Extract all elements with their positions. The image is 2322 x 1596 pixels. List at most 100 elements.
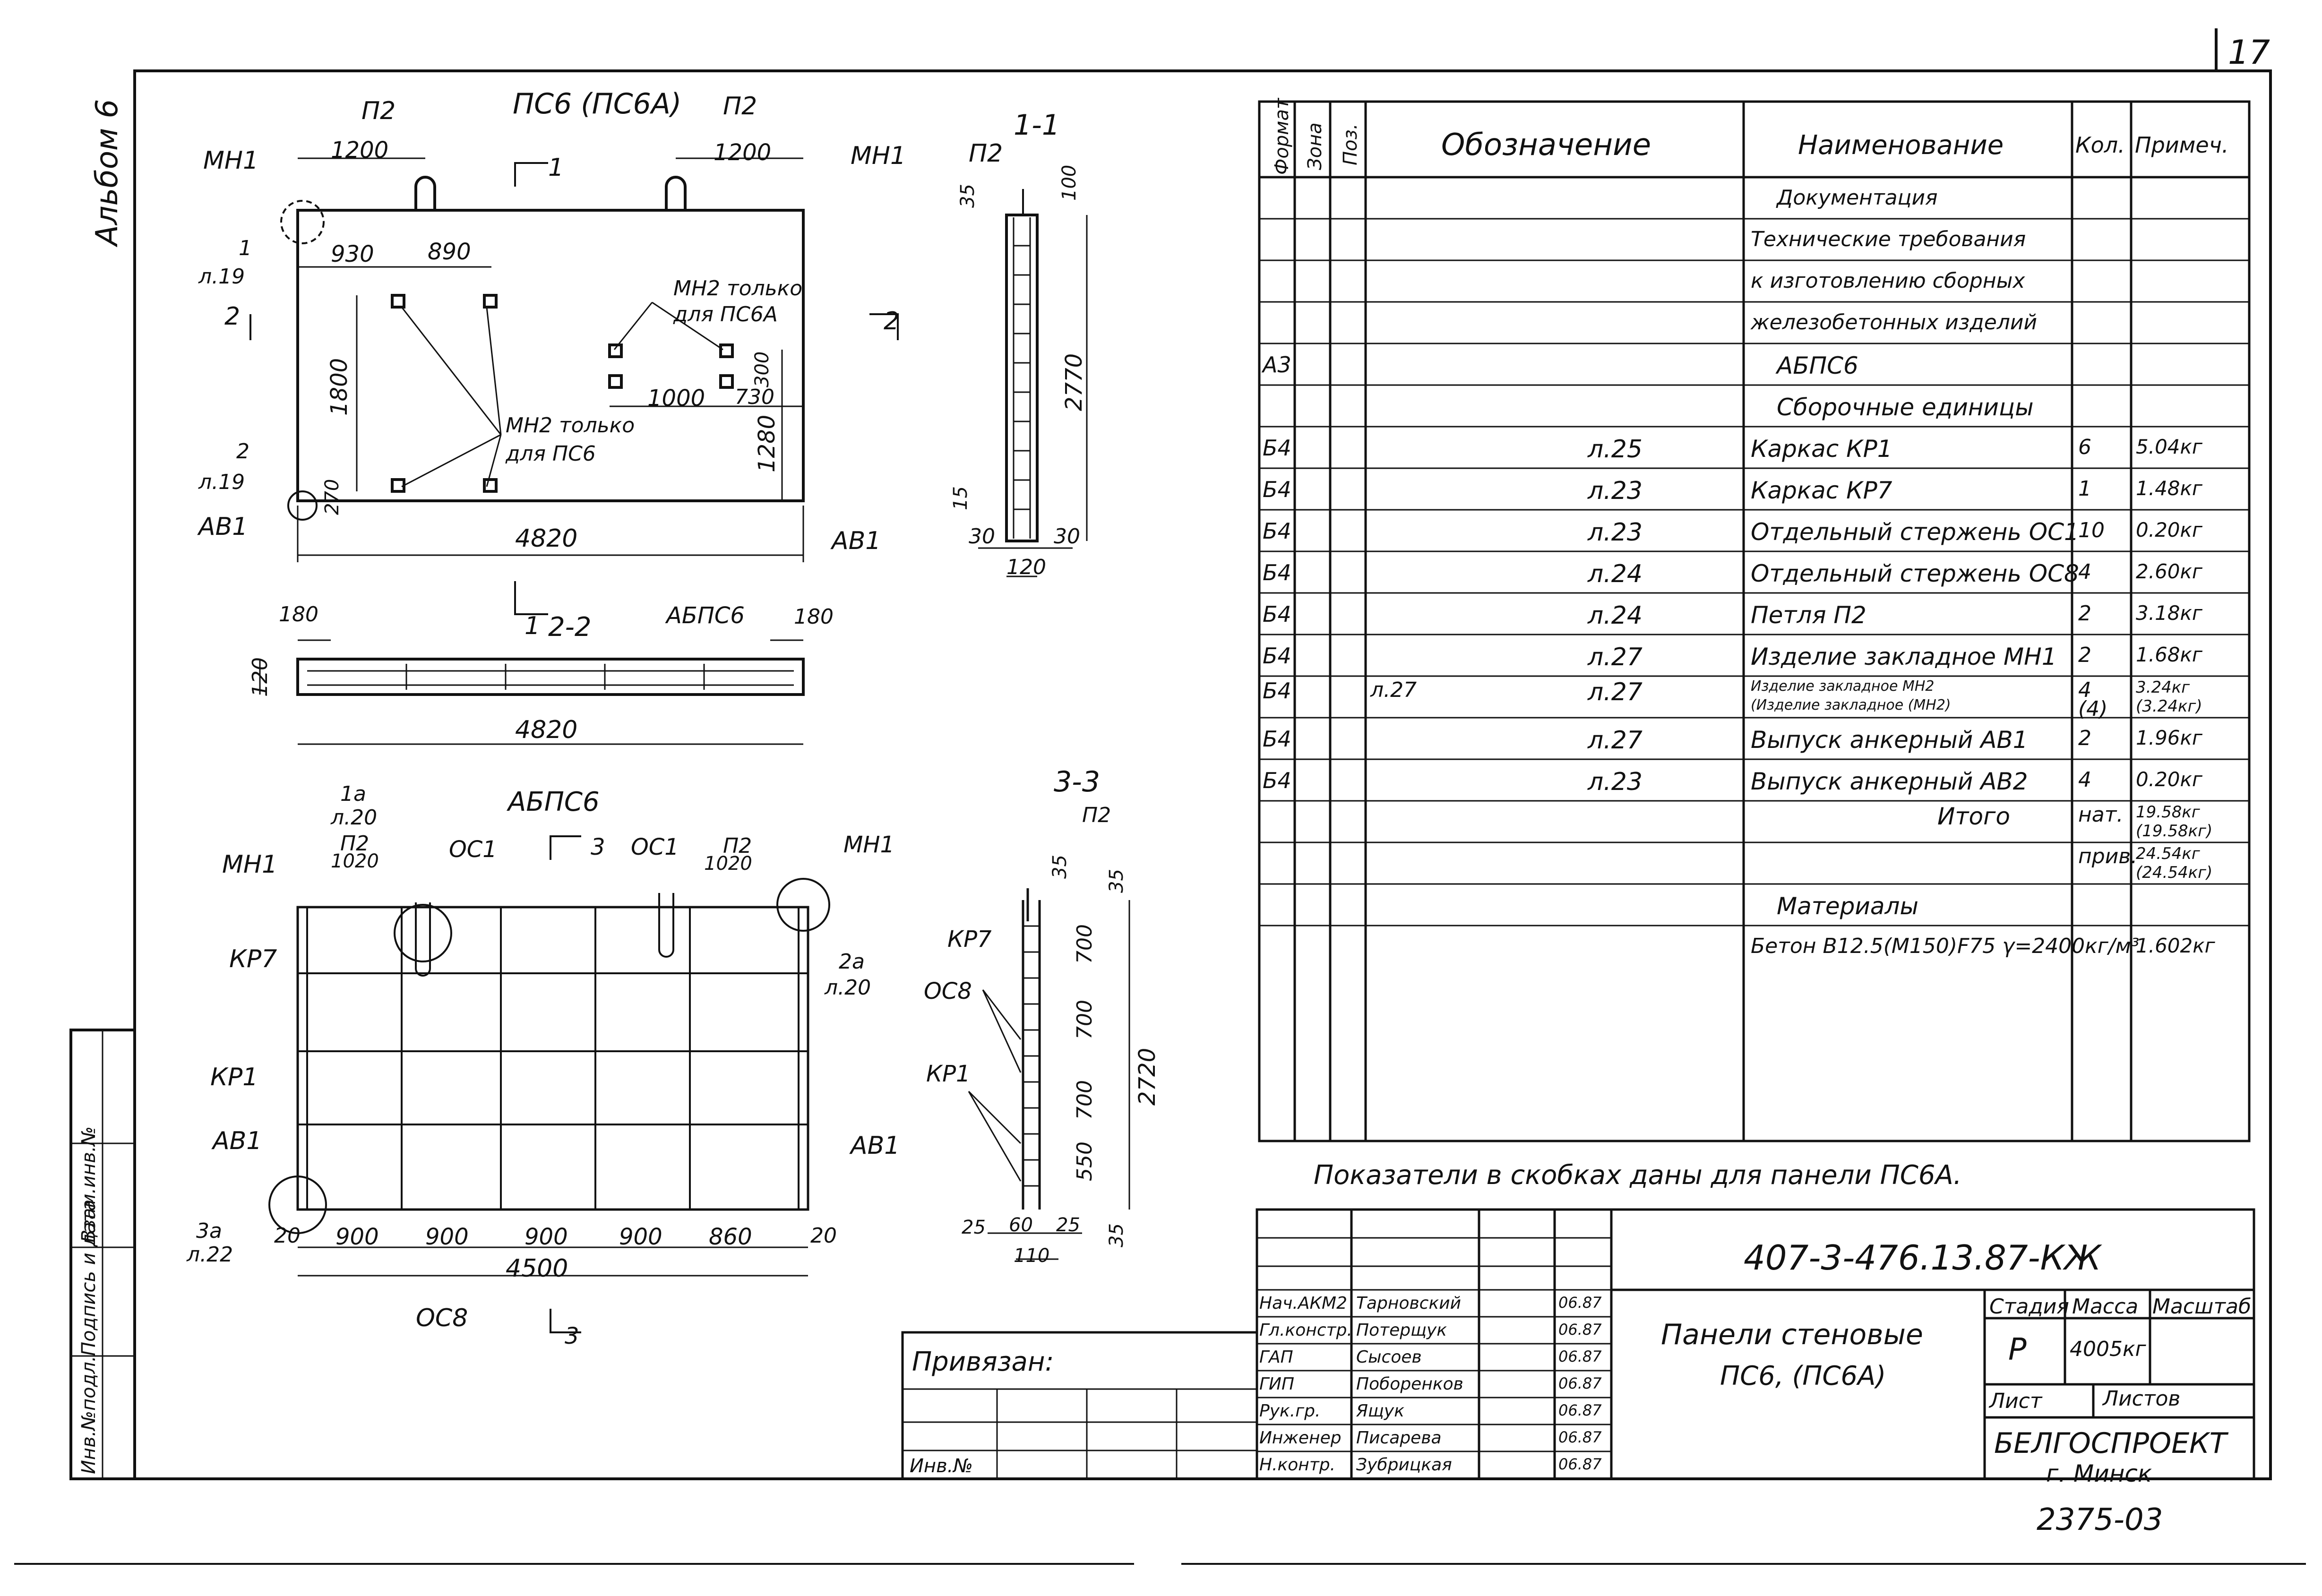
spec-cell-note: 0.20кг — [2136, 768, 2202, 791]
staff-date: 06.87 — [1558, 1455, 1602, 1473]
spec-cell-note: 2.60кг — [2136, 560, 2202, 583]
hdr-format: Формат — [1271, 98, 1293, 175]
spec-cell-designation: л.27 — [1588, 643, 1643, 671]
spec-cell-note-alt: (24.54кг) — [2136, 863, 2213, 882]
spec-cell-name: Изделие закладное МН2 — [1751, 678, 1935, 695]
label-p2-right: П2 — [723, 92, 757, 120]
label-kr7-s33: КР7 — [947, 926, 992, 952]
spec-cell-note: 5.04кг — [2136, 435, 2202, 458]
dim-25-right: 25 — [1056, 1214, 1080, 1236]
spec-cell-format: Б4 — [1263, 477, 1291, 502]
hdr-name: Наименование — [1798, 130, 2004, 161]
mass-label: Масса — [2072, 1295, 2139, 1319]
spec-cell-format: Б4 — [1263, 518, 1291, 544]
label-mn1-left: МН1 — [203, 146, 259, 175]
footnote: Показатели в скобках даны для панели ПС6… — [1314, 1160, 1962, 1191]
section-2-2-outline — [296, 658, 805, 696]
spec-cell-qty: 4 — [2078, 560, 2091, 584]
dim-30-right-s11: 30 — [1054, 524, 1080, 549]
staff-name: Тарновский — [1356, 1294, 1462, 1313]
label-p2-s33: П2 — [1082, 803, 1111, 827]
staff-role: Н.контр. — [1259, 1455, 1336, 1475]
label-mn1-reinf-left: МН1 — [222, 850, 278, 879]
dim-120-section: 120 — [248, 657, 272, 697]
dim-550: 550 — [1073, 1141, 1097, 1181]
spec-cell-format: Б4 — [1263, 435, 1291, 461]
dim-20-left: 20 — [274, 1224, 301, 1248]
cut-1-bottom: 1 — [525, 612, 541, 640]
spec-cell-format: Б4 — [1263, 726, 1291, 752]
spec-cell-designation: л.27 — [1588, 678, 1643, 706]
staff-role: ГАП — [1259, 1347, 1293, 1367]
ref-2: 2 — [236, 439, 249, 463]
dim-1200-right: 1200 — [714, 139, 772, 166]
spec-cell-name: Отдельный стержень ОС1 — [1751, 518, 2079, 546]
staff-name: Писарева — [1356, 1428, 1442, 1448]
dim-110: 110 — [1014, 1245, 1050, 1267]
spec-cell-name: Технические требования — [1751, 227, 2026, 251]
drawing-title-1: Панели стеновые — [1661, 1318, 1923, 1351]
dim-180-right: 180 — [794, 605, 834, 629]
org-city: г. Минск — [2046, 1460, 2152, 1487]
dim-4820-main: 4820 — [515, 524, 578, 553]
dim-700-c: 700 — [1073, 1080, 1097, 1120]
label-p2-s11: П2 — [969, 139, 1003, 168]
cut-2-right: 2 — [884, 307, 900, 335]
spec-cell-note-alt: (3.24кг) — [2136, 697, 2202, 716]
staff-date: 06.87 — [1558, 1321, 1602, 1339]
dim-30-left-s11: 30 — [969, 524, 995, 549]
spec-cell-designation: л.27 — [1588, 726, 1643, 755]
spec-cell-designation: л.23 — [1588, 518, 1643, 547]
label-os8: ОС8 — [416, 1304, 468, 1332]
spec-cell-name: Изделие закладное МН1 — [1751, 643, 2057, 670]
spec-cell-qty: 1 — [2078, 477, 2091, 501]
page-number: 17 — [2228, 33, 2270, 72]
cut-1-top: 1 — [548, 154, 564, 182]
staff-date: 06.87 — [1558, 1294, 1602, 1312]
dim-1280: 1280 — [754, 414, 780, 472]
label-mn1-right: МН1 — [851, 142, 906, 170]
dim-930: 930 — [331, 241, 374, 267]
dim-270: 270 — [321, 479, 343, 515]
label-kr1: КР1 — [210, 1063, 258, 1091]
spec-cell-qty: 2 — [2078, 726, 2091, 750]
dim-1800: 1800 — [326, 358, 353, 416]
staff-name: Поборенков — [1356, 1374, 1463, 1394]
spec-cell-format: А3 — [1263, 352, 1291, 378]
spec-cell-format: Б4 — [1263, 560, 1291, 585]
view-title-reinf: АБПС6 — [508, 787, 600, 817]
spec-cell-designation: л.23 — [1588, 768, 1643, 796]
panel-outline — [296, 209, 805, 502]
dim-4500: 4500 — [506, 1254, 568, 1283]
dim-35-bottom-s33: 35 — [1106, 1223, 1127, 1247]
staff-name: Сысоев — [1356, 1347, 1422, 1367]
spec-cell-name: к изготовлению сборных — [1751, 269, 2025, 293]
staff-role: Нач.АКМ2 — [1259, 1294, 1347, 1313]
spec-cell-designation-alt: л.27 — [1370, 678, 1417, 702]
view-title-2-2: 2-2 — [548, 612, 592, 643]
drawing-title-2: ПС6, (ПС6А) — [1720, 1361, 1886, 1391]
label-p2-reinf-left: П2 — [340, 832, 370, 856]
dim-2720: 2720 — [1134, 1047, 1161, 1106]
label-av1-left: АВ1 — [198, 513, 248, 541]
bound-label: Привязан: — [912, 1347, 1054, 1377]
spec-cell-name: Отдельный стержень ОС8 — [1751, 560, 2079, 587]
ref-1: 1 — [239, 236, 252, 260]
staff-date: 06.87 — [1558, 1428, 1602, 1446]
spec-cell-designation: л.24 — [1588, 560, 1643, 588]
dim-1020-left: 1020 — [331, 850, 379, 872]
staff-role: ГИП — [1259, 1374, 1295, 1394]
dim-4820-section: 4820 — [515, 716, 578, 744]
note-mn2-ps6a-1: МН2 только — [673, 276, 803, 300]
dim-1000: 1000 — [647, 385, 705, 412]
section-1-1-outline — [1005, 214, 1039, 542]
spec-cell-format: Б4 — [1263, 601, 1291, 627]
ref-1a: 1а — [340, 782, 366, 806]
dim-35-s11: 35 — [957, 184, 979, 208]
reinforcement-outline — [296, 906, 809, 1211]
spec-cell-name: Материалы — [1777, 892, 1918, 920]
spec-cell-qty: 6 — [2078, 435, 2091, 459]
album-label: Альбом 6 — [90, 99, 125, 246]
spec-cell-qty: 2 — [2078, 643, 2091, 667]
sheets-label: Листов — [2103, 1387, 2181, 1411]
